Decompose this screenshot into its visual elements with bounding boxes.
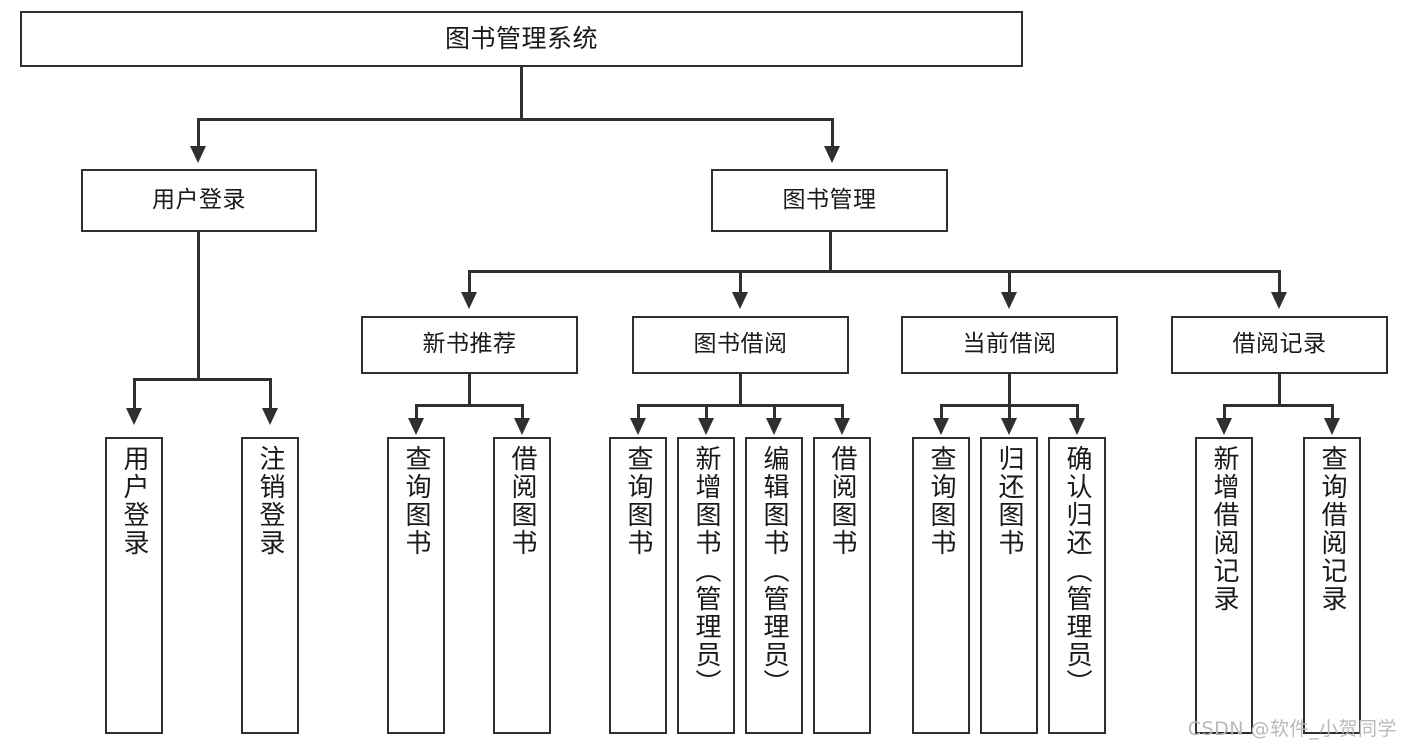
node-label: 查询图书 [623,445,653,557]
node-leaf-borrow-book-recommend[interactable]: 借阅图书 [493,437,551,734]
arrowhead-to-leaf-query-record [1324,418,1340,435]
node-leaf-edit-book-admin[interactable]: 编辑图书（管理员） [745,437,803,734]
node-root-book-management-system[interactable]: 图书管理系统 [20,11,1023,67]
node-label: 新书推荐 [422,331,517,358]
node-label: 借阅图书 [507,445,537,557]
node-label: 借阅图书 [827,445,857,557]
watermark: CSDN @软件_小贺同学 [1187,718,1397,740]
connector-borrow-record-drop-2 [1331,404,1334,420]
node-leaf-add-borrow-record[interactable]: 新增借阅记录 [1195,437,1253,734]
node-label: 用户登录 [152,186,246,213]
connector-root-stem [520,67,523,119]
arrowhead-to-user-login [190,146,206,163]
node-new-book-recommendation[interactable]: 新书推荐 [361,316,578,374]
arrowhead-to-new-book-rec [461,292,477,309]
node-label: 新增借阅记录 [1209,445,1239,613]
node-user-login[interactable]: 用户登录 [81,169,317,232]
connector-borrow-record-bus [1223,404,1333,407]
connector-book-borrow-drop-1 [637,404,640,420]
connector-level2-drop-1 [468,270,471,292]
node-label: 查询图书 [926,445,956,557]
arrowhead-to-current-borrow [1001,292,1017,309]
arrowhead-to-borrow-record [1271,292,1287,309]
connector-new-book-rec-drop-2 [521,404,524,420]
node-label: 归还图书 [994,445,1024,557]
arrowhead-to-leaf-edit-book [766,418,782,435]
arrowhead-to-leaf-query-book-2 [630,418,646,435]
node-label: 确认归还（管理员） [1062,445,1092,697]
node-leaf-confirm-return-admin[interactable]: 确认归还（管理员） [1048,437,1106,734]
node-label: 用户登录 [119,445,149,557]
connector-level2-bus [468,270,1280,273]
node-label: 查询图书 [401,445,431,557]
node-leaf-borrow-book[interactable]: 借阅图书 [813,437,871,734]
node-label: 图书借阅 [693,331,788,358]
arrowhead-to-leaf-add-book [698,418,714,435]
connector-level2-drop-2 [739,270,742,292]
connector-root-bus [197,118,834,121]
node-leaf-query-book-borrow[interactable]: 查询图书 [609,437,667,734]
connector-new-book-rec-stem [468,374,471,406]
connector-book-borrow-bus [637,404,844,407]
node-leaf-return-book[interactable]: 归还图书 [980,437,1038,734]
arrowhead-to-leaf-return-book [1001,418,1017,435]
arrowhead-to-leaf-add-record [1216,418,1232,435]
connector-book-borrow-drop-2 [705,404,708,420]
arrowhead-to-leaf-logout [262,408,278,425]
arrowhead-to-book-borrow [732,292,748,309]
node-leaf-user-login[interactable]: 用户登录 [105,437,163,734]
connector-current-borrow-stem [1008,374,1011,406]
node-label: 图书管理系统 [444,24,598,54]
connector-level2-drop-4 [1278,270,1281,292]
node-book-borrowing[interactable]: 图书借阅 [632,316,849,374]
node-leaf-query-book-recommend[interactable]: 查询图书 [387,437,445,734]
node-leaf-add-book-admin[interactable]: 新增图书（管理员） [677,437,735,734]
arrowhead-to-leaf-borrow-book-1 [514,418,530,435]
node-label: 当前借阅 [962,331,1057,358]
node-leaf-query-borrow-record[interactable]: 查询借阅记录 [1303,437,1361,734]
connector-user-login-drop-2 [269,378,272,410]
connector-book-borrow-stem [739,374,742,406]
connector-new-book-rec-bus [415,404,523,407]
arrowhead-to-book-management [824,146,840,163]
node-label: 查询借阅记录 [1317,445,1347,613]
node-label: 新增图书（管理员） [691,445,721,697]
connector-book-borrow-drop-3 [773,404,776,420]
connector-current-borrow-drop-1 [940,404,943,420]
connector-borrow-record-drop-1 [1223,404,1226,420]
connector-current-borrow-drop-2 [1008,404,1011,420]
node-label: 编辑图书（管理员） [759,445,789,697]
connector-user-login-stem [197,232,200,380]
arrowhead-to-leaf-user-login [126,408,142,425]
node-label: 借阅记录 [1232,331,1327,358]
node-label: 注销登录 [255,445,285,557]
connector-level2-drop-3 [1008,270,1011,292]
connector-root-drop-right [831,118,834,148]
node-current-borrowing[interactable]: 当前借阅 [901,316,1118,374]
connector-book-borrow-drop-4 [841,404,844,420]
connector-root-drop-left [197,118,200,148]
arrowhead-to-leaf-borrow-book-2 [834,418,850,435]
connector-borrow-record-stem [1278,374,1281,406]
node-leaf-query-book-current[interactable]: 查询图书 [912,437,970,734]
node-book-management[interactable]: 图书管理 [711,169,948,232]
connector-user-login-drop-1 [133,378,136,410]
connector-current-borrow-drop-3 [1076,404,1079,420]
connector-user-login-bus [133,378,271,381]
node-leaf-logout[interactable]: 注销登录 [241,437,299,734]
arrowhead-to-leaf-query-book-3 [933,418,949,435]
connector-new-book-rec-drop-1 [415,404,418,420]
connector-book-management-stem [829,232,832,272]
node-label: 图书管理 [782,186,877,213]
node-borrowing-record[interactable]: 借阅记录 [1171,316,1388,374]
arrowhead-to-leaf-confirm-return [1069,418,1085,435]
arrowhead-to-leaf-query-book-1 [408,418,424,435]
